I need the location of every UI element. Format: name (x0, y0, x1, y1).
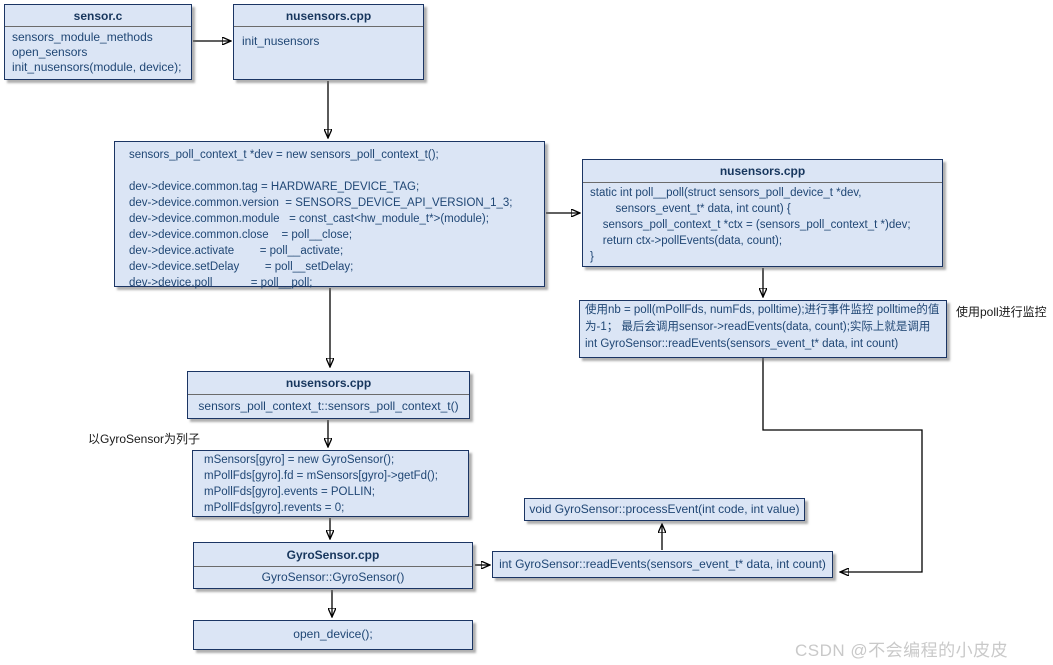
node-open-device: open_device(); (193, 620, 473, 650)
node-title: nusensors.cpp (234, 5, 423, 27)
node-body: int GyroSensor::readEvents(sensors_event… (499, 557, 826, 571)
node-title: GyroSensor.cpp (194, 543, 472, 567)
node-poll-note: 使用nb = poll(mPollFds, numFds, polltime);… (579, 300, 947, 358)
node-nusensors-init: nusensors.cpp init_nusensors (233, 4, 424, 80)
label-poll-monitor: 使用poll进行监控 (956, 305, 1047, 319)
node-body: sensors_poll_context_t::sensors_poll_con… (198, 399, 459, 413)
node-gyrosensor-cpp: GyroSensor.cpp GyroSensor::GyroSensor() (193, 542, 473, 589)
watermark: CSDN @不会编程的小皮皮 (795, 641, 1009, 660)
node-body: init_nusensors (242, 34, 320, 48)
node-body: static int poll__poll(struct sensors_pol… (590, 187, 911, 263)
node-process-event: void GyroSensor::processEvent(int code, … (524, 498, 805, 521)
node-sensor-c: sensor.c sensors_module_methods open_sen… (4, 4, 192, 80)
node-body: mSensors[gyro] = new GyroSensor(); mPoll… (204, 454, 438, 514)
node-body: 使用nb = poll(mPollFds, numFds, polltime);… (585, 304, 940, 350)
node-body: GyroSensor::GyroSensor() (261, 570, 405, 584)
node-body: void GyroSensor::processEvent(int code, … (529, 502, 800, 516)
node-gyro-setup: mSensors[gyro] = new GyroSensor(); mPoll… (192, 450, 469, 517)
node-title: sensor.c (5, 5, 191, 27)
node-title: nusensors.cpp (188, 372, 469, 395)
node-title: nusensors.cpp (583, 160, 942, 183)
node-poll-context-code: sensors_poll_context_t *dev = new sensor… (114, 141, 545, 289)
label-gyro-example: 以GyroSensor为列子 (88, 432, 201, 446)
node-body: sensors_module_methods open_sensors init… (12, 30, 182, 74)
node-nusensors-ctor: nusensors.cpp sensors_poll_context_t::se… (187, 371, 470, 419)
connector-note-to-readevents (762, 358, 923, 572)
node-nusensors-poll: nusensors.cpp static int poll__poll(stru… (582, 159, 943, 267)
node-body: sensors_poll_context_t *dev = new sensor… (129, 149, 513, 289)
node-read-events: int GyroSensor::readEvents(sensors_event… (492, 551, 833, 578)
node-body: open_device(); (293, 627, 373, 641)
